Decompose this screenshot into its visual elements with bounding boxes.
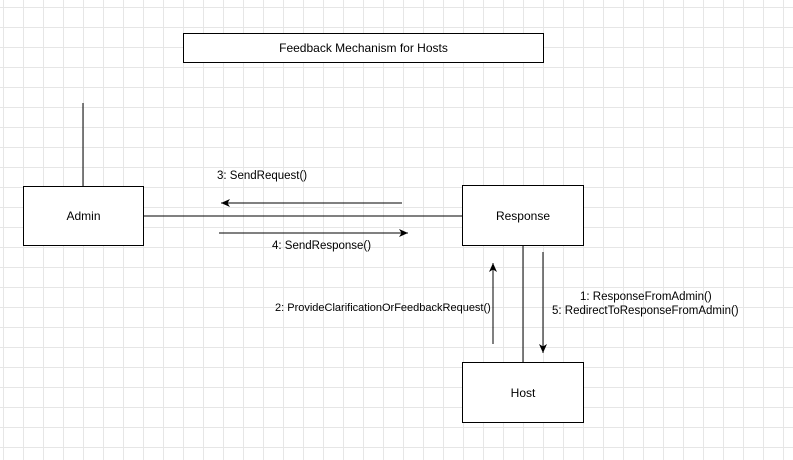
response-node: Response: [462, 185, 584, 246]
host-node-label: Host: [510, 385, 536, 400]
admin-node-label: Admin: [66, 209, 101, 223]
host-node: Host: [462, 362, 584, 423]
send-response-label: 4: SendResponse(): [272, 240, 372, 252]
admin-node: Admin: [23, 186, 144, 246]
diagram-title-text: Feedback Mechanism for Hosts: [279, 41, 448, 55]
clarification-label: 2: ProvideClarificationOrFeedbackRequest…: [275, 302, 491, 314]
diagram-title: Feedback Mechanism for Hosts: [183, 33, 544, 63]
response-from-admin-label: 1: ResponseFromAdmin(): [580, 291, 712, 303]
redirect-label: 5: RedirectToResponseFromAdmin(): [552, 305, 739, 317]
send-request-label: 3: SendRequest(): [217, 170, 308, 182]
response-node-label: Response: [495, 208, 551, 223]
